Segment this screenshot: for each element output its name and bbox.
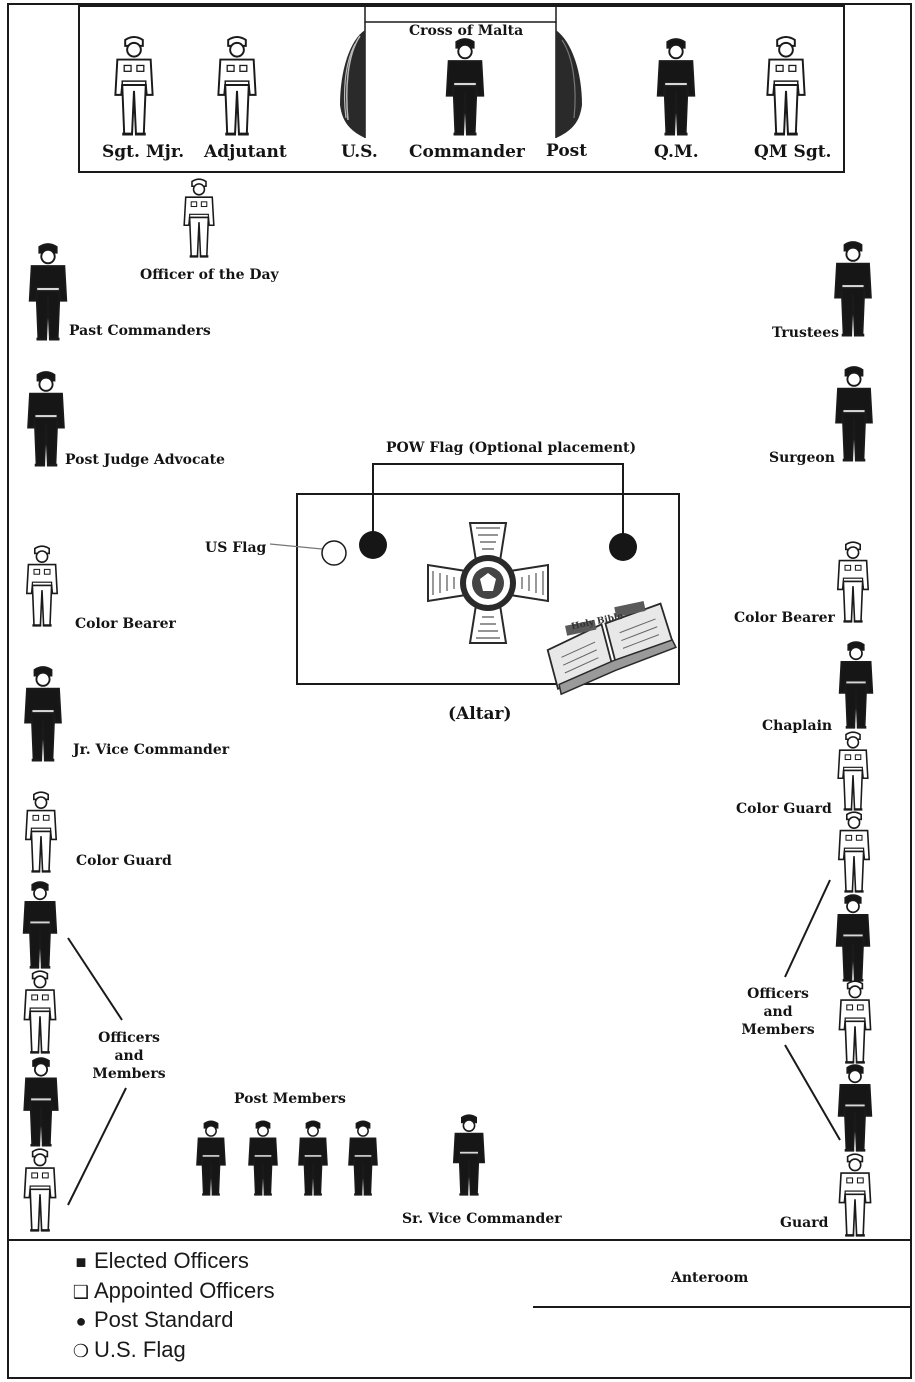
trustees-label: Trustees [772, 325, 839, 341]
commander-figure [445, 38, 485, 136]
pow-flag-label: POW Flag (Optional placement) [386, 440, 637, 456]
past-commanders-figure [28, 243, 68, 341]
past-commanders-label: Past Commanders [69, 323, 211, 339]
guard-figure [838, 1153, 872, 1237]
trustees-figure [834, 241, 872, 337]
left-color-bearer-label: Color Bearer [75, 616, 176, 632]
post-member-figure-4 [348, 1120, 378, 1196]
left-color-bearer-figure [25, 545, 59, 627]
adjutant-figure [217, 36, 257, 136]
post-flag-drape [556, 30, 582, 138]
figures-group [22, 36, 874, 1237]
jr-vice-commander-figure [24, 666, 62, 762]
adjutant-label: Adjutant [204, 142, 287, 162]
left-member-figure-3 [23, 1057, 59, 1147]
right-color-guard-label: Color Guard [736, 801, 832, 817]
us-flag-label: US Flag [205, 540, 267, 556]
post-judge-advocate-figure [27, 371, 65, 467]
us-label: U.S. [341, 142, 378, 162]
left-member-figure-2 [23, 970, 57, 1054]
right-member-figure-4 [837, 1064, 873, 1152]
platform-box [78, 5, 845, 173]
left-upper-connector [67, 937, 123, 1021]
altar-label: (Altar) [448, 704, 512, 724]
post-member-figure-3 [298, 1120, 328, 1196]
left-officers-and-members-label: Officers and Members [92, 1030, 166, 1083]
post-judge-advocate-label: Post Judge Advocate [65, 452, 225, 468]
legend-us-flag: ❍U.S. Flag [72, 1339, 186, 1361]
post-label: Post [546, 141, 588, 161]
right-color-guard-figure [837, 731, 869, 811]
qm-figure [656, 38, 696, 136]
cross-of-malta-label: Cross of Malta [409, 23, 524, 39]
vfw-cross-emblem [427, 522, 549, 644]
open-book-icon [546, 601, 677, 696]
right-color-bearer-figure [836, 541, 870, 623]
chaplain-label: Chaplain [762, 718, 833, 734]
right-member-figure-1 [837, 811, 871, 893]
filled-square-icon: ■ [75, 1252, 87, 1272]
post-member-figure-2 [248, 1120, 278, 1196]
left-member-figure-4 [23, 1148, 57, 1232]
surgeon-figure [835, 366, 873, 462]
jr-vice-commander-label: Jr. Vice Commander [73, 742, 230, 758]
right-upper-connector [784, 879, 831, 978]
altar-box [296, 493, 680, 685]
us-flag-marker [321, 540, 347, 566]
surgeon-label: Surgeon [769, 450, 835, 466]
left-color-guard-figure [24, 791, 58, 873]
chaplain-figure [838, 641, 874, 729]
legend-appointed-label: Appointed Officers [94, 1278, 275, 1303]
legend-elected-label: Elected Officers [94, 1248, 249, 1273]
sr-vice-commander-figure [452, 1114, 486, 1196]
legend-appointed: ❑Appointed Officers [72, 1280, 275, 1302]
outline-square-icon: ❑ [72, 1282, 90, 1302]
legend-post-standard-label: Post Standard [94, 1307, 234, 1332]
us-flag-drape [340, 30, 365, 138]
guard-label: Guard [780, 1215, 829, 1231]
right-lower-connector [784, 1044, 841, 1141]
legend-post-standard: ● Post Standard [72, 1307, 234, 1332]
left-lower-connector [67, 1087, 127, 1206]
right-officers-and-members-label: Officers and Members [741, 986, 815, 1039]
right-member-figure-3 [838, 980, 872, 1064]
cross-of-malta-panel [364, 6, 557, 23]
post-member-figure-1 [196, 1120, 226, 1196]
commander-label: Commander [409, 142, 525, 162]
outer-frame [7, 3, 912, 1379]
officer-of-the-day-label: Officer of the Day [140, 267, 279, 283]
officer-of-the-day-figure [183, 178, 215, 258]
pow-flag-bracket [372, 463, 624, 542]
right-color-bearer-label: Color Bearer [734, 610, 835, 626]
qm-sgt-label: QM Sgt. [754, 142, 832, 162]
sgt-mjr-figure [114, 36, 154, 136]
qm-label: Q.M. [654, 142, 699, 162]
filled-circle-icon: ● [75, 1311, 87, 1331]
sr-vice-commander-label: Sr. Vice Commander [402, 1211, 562, 1227]
legend-us-flag-label: U.S. Flag [94, 1337, 186, 1362]
post-members-label: Post Members [234, 1091, 346, 1107]
left-member-figure-1 [22, 881, 58, 969]
us-flag-pointer [269, 543, 323, 550]
left-color-guard-label: Color Guard [76, 853, 172, 869]
post-standard-left [359, 531, 387, 559]
post-standard-right [609, 533, 637, 561]
right-member-figure-2 [835, 894, 871, 982]
open-circle-icon: ❍ [72, 1341, 90, 1361]
legend-elected: ■ Elected Officers [72, 1250, 249, 1272]
sgt-mjr-label: Sgt. Mjr. [102, 142, 185, 162]
qm-sgt-figure [766, 36, 806, 136]
anteroom-label: Anteroom [671, 1270, 749, 1286]
